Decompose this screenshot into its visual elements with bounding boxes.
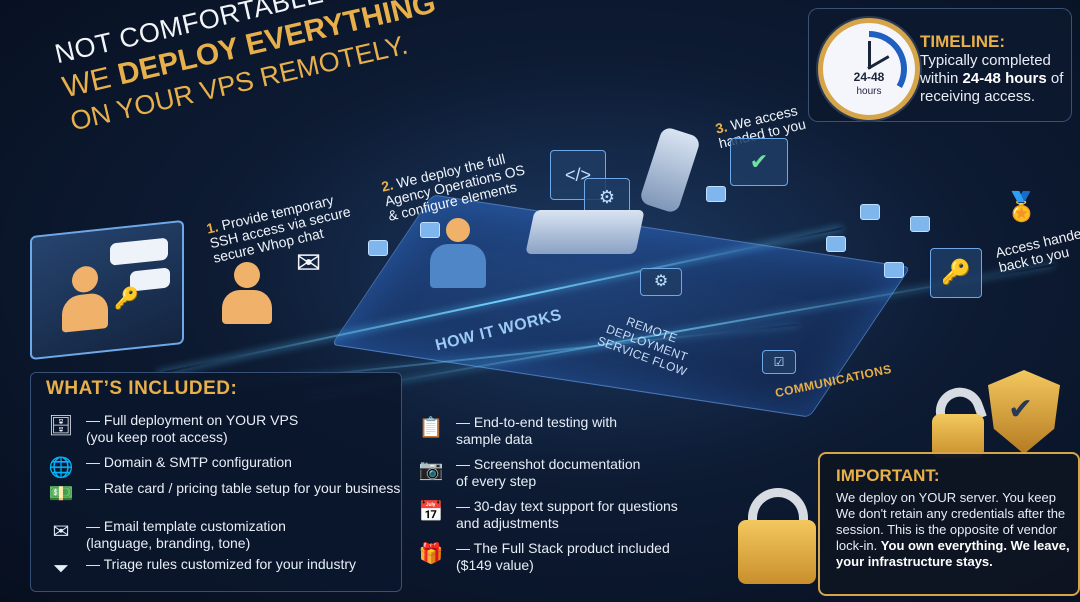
checklist-icon: 📋 bbox=[418, 416, 444, 439]
user-avatar-icon bbox=[72, 264, 98, 294]
important-text: We deploy on YOUR server. You keep We do… bbox=[836, 490, 1072, 570]
included-text: and adjustments bbox=[456, 515, 559, 531]
money-card-icon: 💵 bbox=[48, 482, 74, 505]
client-avatar-icon bbox=[234, 262, 260, 288]
code-window-icon: </> bbox=[550, 150, 606, 200]
step-1: 1. Provide temporary SSH access via secu… bbox=[205, 190, 355, 266]
clock-icon: 24-48 hours bbox=[818, 18, 920, 120]
server-lock-icon: 🗄 bbox=[48, 414, 74, 437]
data-packet-icon bbox=[826, 236, 846, 252]
headline: NOT COMFORTABLE WITH DOCKER? WE DEPLOY E… bbox=[52, 0, 557, 137]
important-box bbox=[818, 452, 1080, 596]
large-lock-shackle-icon bbox=[748, 488, 808, 537]
clock-label-unit: hours bbox=[856, 86, 882, 97]
camera-icon: 📷 bbox=[418, 458, 444, 481]
whats-included-title: WHAT’S INCLUDED: bbox=[46, 378, 238, 399]
chat-bubble-icon bbox=[110, 237, 168, 266]
timeline-text: Typically completed within 24-48 hours o… bbox=[920, 52, 1068, 106]
envelope-icon: ✉ bbox=[296, 247, 322, 280]
timeline-text-suffix: of receiving access. bbox=[920, 70, 1064, 105]
robot-arm-icon bbox=[638, 125, 702, 215]
data-packet-icon bbox=[368, 240, 388, 256]
timeline-text-prefix: Typically completed within bbox=[920, 52, 1051, 87]
included-item: 🎁 — The Full Stack product included($149… bbox=[414, 540, 670, 574]
data-packet-icon bbox=[910, 216, 930, 232]
large-lock-icon bbox=[738, 520, 816, 584]
included-text: (language, branding, tone) bbox=[86, 535, 251, 551]
data-packet-icon bbox=[860, 204, 880, 220]
clock-label: 24-48 hours bbox=[823, 71, 915, 98]
included-text: — Rate card / pricing table setup for yo… bbox=[86, 480, 401, 496]
email-edit-icon: ✉ bbox=[52, 520, 70, 543]
included-text: of every step bbox=[456, 473, 537, 489]
included-item: 💵 — Rate card / pricing table setup for … bbox=[44, 480, 401, 506]
included-text: ($149 value) bbox=[456, 557, 534, 573]
timeline-title: TIMELINE: bbox=[920, 32, 1005, 51]
included-text: — Triage rules customized for your indus… bbox=[86, 556, 356, 572]
data-packet-icon bbox=[420, 222, 440, 238]
included-item: 🌐 — Domain & SMTP configuration bbox=[44, 454, 292, 480]
client-body-icon bbox=[222, 290, 272, 324]
included-text: — 30-day text support for questions bbox=[456, 498, 678, 514]
clock-label-hours: 24-48 bbox=[853, 70, 885, 84]
included-item: 🗄 — Full deployment on YOUR VPS(you keep… bbox=[44, 412, 298, 446]
gift-box-icon: 🎁 bbox=[418, 542, 444, 565]
included-text: — End-to-end testing with bbox=[456, 414, 618, 430]
included-text: — Email template customization bbox=[86, 518, 286, 534]
data-packet-icon bbox=[884, 262, 904, 278]
globe-mail-icon: 🌐 bbox=[48, 456, 74, 479]
funnel-icon: ⏷ bbox=[53, 557, 69, 580]
included-text: (you keep root access) bbox=[86, 429, 228, 445]
check-mark-icon: ✔ bbox=[1008, 393, 1034, 426]
engineer-body-icon bbox=[430, 244, 486, 288]
important-text-body: We deploy on YOUR server. You keep We do… bbox=[836, 490, 1066, 553]
clock-hand bbox=[868, 41, 871, 69]
key-icon: 🔑 bbox=[114, 286, 139, 312]
included-text: — Full deployment on YOUR VPS bbox=[86, 412, 299, 428]
key-window-icon: 🔑 bbox=[930, 248, 982, 298]
included-text: sample data bbox=[456, 431, 533, 447]
included-text: — The Full Stack product included bbox=[456, 540, 670, 556]
server-box-icon bbox=[525, 210, 645, 254]
timeline-text-bold: 24-48 hours bbox=[962, 70, 1047, 87]
important-title: IMPORTANT: bbox=[836, 466, 940, 485]
included-item: ⏷ — Triage rules customized for your ind… bbox=[44, 556, 356, 582]
gear-node-icon: ⚙ bbox=[640, 268, 682, 296]
check-window-icon: ✔ bbox=[730, 138, 788, 186]
user-body-icon bbox=[62, 291, 108, 333]
important-text-bold: You own everything. We leave, your infra… bbox=[836, 538, 1070, 569]
calendar-chat-icon: 📅 bbox=[418, 500, 444, 523]
included-text: — Screenshot documentation bbox=[456, 456, 641, 472]
certificate-icon: 🏅 bbox=[1004, 191, 1039, 222]
engineer-avatar-icon bbox=[446, 218, 470, 242]
chat-monitor-illustration: 🔑 bbox=[30, 219, 184, 361]
open-lock-icon bbox=[932, 414, 984, 458]
checklist-node-icon: ☑ bbox=[762, 350, 796, 374]
included-item: ✉ — Email template customization(languag… bbox=[44, 518, 286, 552]
included-text: — Domain & SMTP configuration bbox=[86, 454, 292, 470]
data-packet-icon bbox=[706, 186, 726, 202]
whats-included-panel bbox=[30, 372, 402, 592]
